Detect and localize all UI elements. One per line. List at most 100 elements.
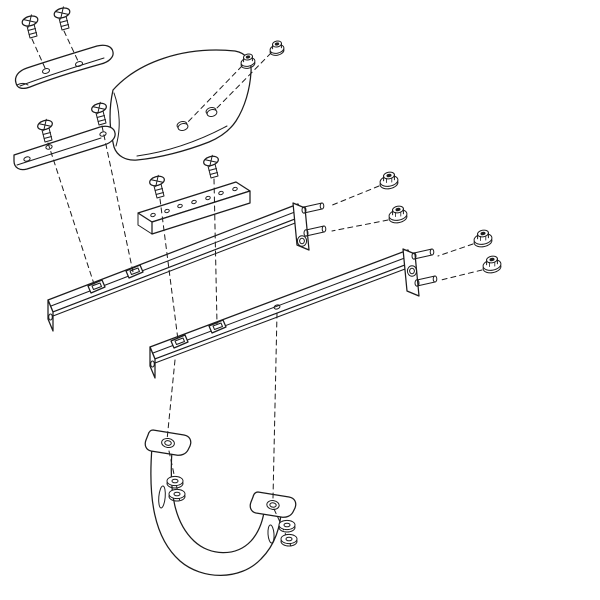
clamp-plate-hole-7 — [232, 186, 238, 192]
lower-rail-end-hole-inner — [409, 267, 415, 275]
clamp-plate-hole-2 — [164, 208, 170, 214]
u-bracket-left-pad — [144, 429, 192, 456]
leader-clamp-screw-2 — [213, 178, 218, 325]
lower-rail-front-edge — [154, 261, 414, 364]
clamp-plate-flange — [151, 190, 251, 235]
leader-saddle-nut-2 — [214, 52, 272, 111]
washer-right-1-hole — [283, 522, 291, 528]
clamp-plate-hole-6 — [218, 190, 224, 196]
lower-rail-end-hole-outer — [406, 265, 418, 277]
clamp-plate-hole-5 — [205, 195, 211, 201]
leader-bar-screw-2 — [101, 125, 134, 273]
screw-6-slot — [204, 154, 218, 168]
upper-rail-front-edge — [52, 215, 304, 317]
screw-5-threads — [154, 188, 164, 195]
screw-4-slot — [92, 101, 106, 115]
leader-top-screw-1 — [31, 38, 46, 69]
saddle-plate-bend-line — [113, 92, 120, 147]
lower-rail-left-flange — [149, 346, 156, 379]
lower-rail-stud-2-base — [414, 279, 420, 287]
saddle-nut-1-hex-sides — [243, 56, 253, 63]
washer-right-1-body — [278, 519, 296, 531]
washer-right-2-body — [280, 533, 298, 545]
leader-clamp-screw-1 — [159, 198, 179, 341]
u-bracket-right-pad — [249, 491, 297, 518]
saddle-plate-hole-right — [206, 108, 218, 118]
flange-nut-2-hole — [395, 207, 401, 212]
cover-strip-fold-line — [19, 57, 105, 87]
upper-rail-stud-1-base — [301, 206, 307, 214]
flange-nut-1-hole — [386, 173, 392, 178]
u-bracket-left-pad-hole-outer — [161, 437, 175, 449]
cover-strip-hole-2 — [74, 61, 84, 67]
clamp-plate-hole-1 — [150, 212, 156, 218]
washer-left-1-body — [166, 475, 184, 487]
upper-rail-left-flange — [47, 299, 54, 332]
lower-rail-stud-1 — [413, 248, 433, 260]
upper-rail-stud-2-base — [303, 229, 309, 237]
leader-u-bracket-left — [166, 359, 176, 441]
washer-left-2-hole — [173, 491, 181, 497]
upper-rail-end-hole-inner — [299, 237, 305, 245]
lower-rail-tab-2 — [208, 319, 227, 334]
flange-nut-2-hex-sides — [392, 208, 404, 216]
saddle-plate-edge-line — [136, 125, 228, 157]
leader-flange-nut-2 — [331, 219, 389, 232]
flat-bar-hole-1 — [23, 156, 31, 162]
flange-nut-3-hex-sides — [477, 232, 489, 240]
lower-rail-face-hole — [273, 304, 281, 310]
lower-rail-stud-1-base — [411, 252, 417, 260]
flange-nut-3-hole — [480, 231, 486, 236]
upper-rail-tab-2-slot — [129, 267, 140, 275]
leader-bar-screw-1 — [47, 142, 95, 285]
leader-saddle-nut-1 — [185, 65, 243, 125]
saddle-nut-2-hex-sides — [272, 43, 282, 50]
flange-nut-4-facets — [489, 261, 496, 267]
cover-strip-end-curl — [16, 83, 29, 86]
leader-flange-nut-1 — [329, 185, 380, 207]
lower-rail-tab-1-slot — [174, 337, 185, 345]
upper-rail-stud-2-tip — [321, 225, 327, 233]
clamp-plate-hole-3 — [177, 203, 183, 209]
upper-rail-stud-2 — [305, 225, 325, 237]
washer-left-2-body — [168, 488, 186, 500]
lower-rail-stud-2-tip — [432, 275, 438, 283]
leader-top-screw-2 — [63, 30, 79, 62]
screw-2-threads — [59, 20, 69, 27]
screw-5-slot — [150, 174, 164, 188]
flange-nut-4-hex-sides — [486, 258, 498, 266]
lower-rail-lip-line — [152, 255, 411, 354]
screw-2-slot — [55, 6, 69, 20]
screw-4-threads — [96, 115, 106, 122]
u-bracket-right-pad-hole-inner — [269, 502, 277, 508]
screw-1-threads — [27, 28, 37, 35]
u-bracket-left-arm-slot — [158, 485, 166, 509]
upper-rail-stud-1-tip — [319, 202, 325, 210]
saddle-plate-outline — [109, 49, 252, 161]
screw-3-slot — [38, 118, 52, 132]
flat-bar-edge-line — [16, 137, 102, 166]
flange-nut-4-hole — [489, 257, 495, 262]
lower-rail-left-flange-hole — [150, 360, 155, 368]
washer-left-1-hole — [171, 478, 179, 484]
cover-strip-hole-1 — [41, 68, 51, 74]
saddle-nut-1-hole — [245, 55, 251, 59]
upper-rail-stud-1 — [303, 202, 323, 214]
saddle-nut-2-hole — [274, 42, 280, 46]
u-bracket-right-arm-slot — [267, 524, 275, 544]
saddle-plate-hole-left — [177, 122, 189, 132]
flange-nut-1-facets — [386, 177, 393, 183]
upper-rail-tab-1-slot — [91, 282, 102, 290]
screw-6-threads — [208, 168, 218, 175]
leader-flange-nut-4 — [440, 269, 483, 281]
clamp-plate-end-edge — [137, 212, 153, 235]
cover-strip-outline — [14, 44, 114, 89]
lower-rail-stud-2 — [416, 275, 436, 287]
flange-nut-3-facets — [480, 235, 487, 241]
screw-3-threads — [42, 132, 52, 139]
washer-right-2-hole — [285, 536, 293, 542]
upper-rail-left-flange-hole — [48, 313, 53, 321]
